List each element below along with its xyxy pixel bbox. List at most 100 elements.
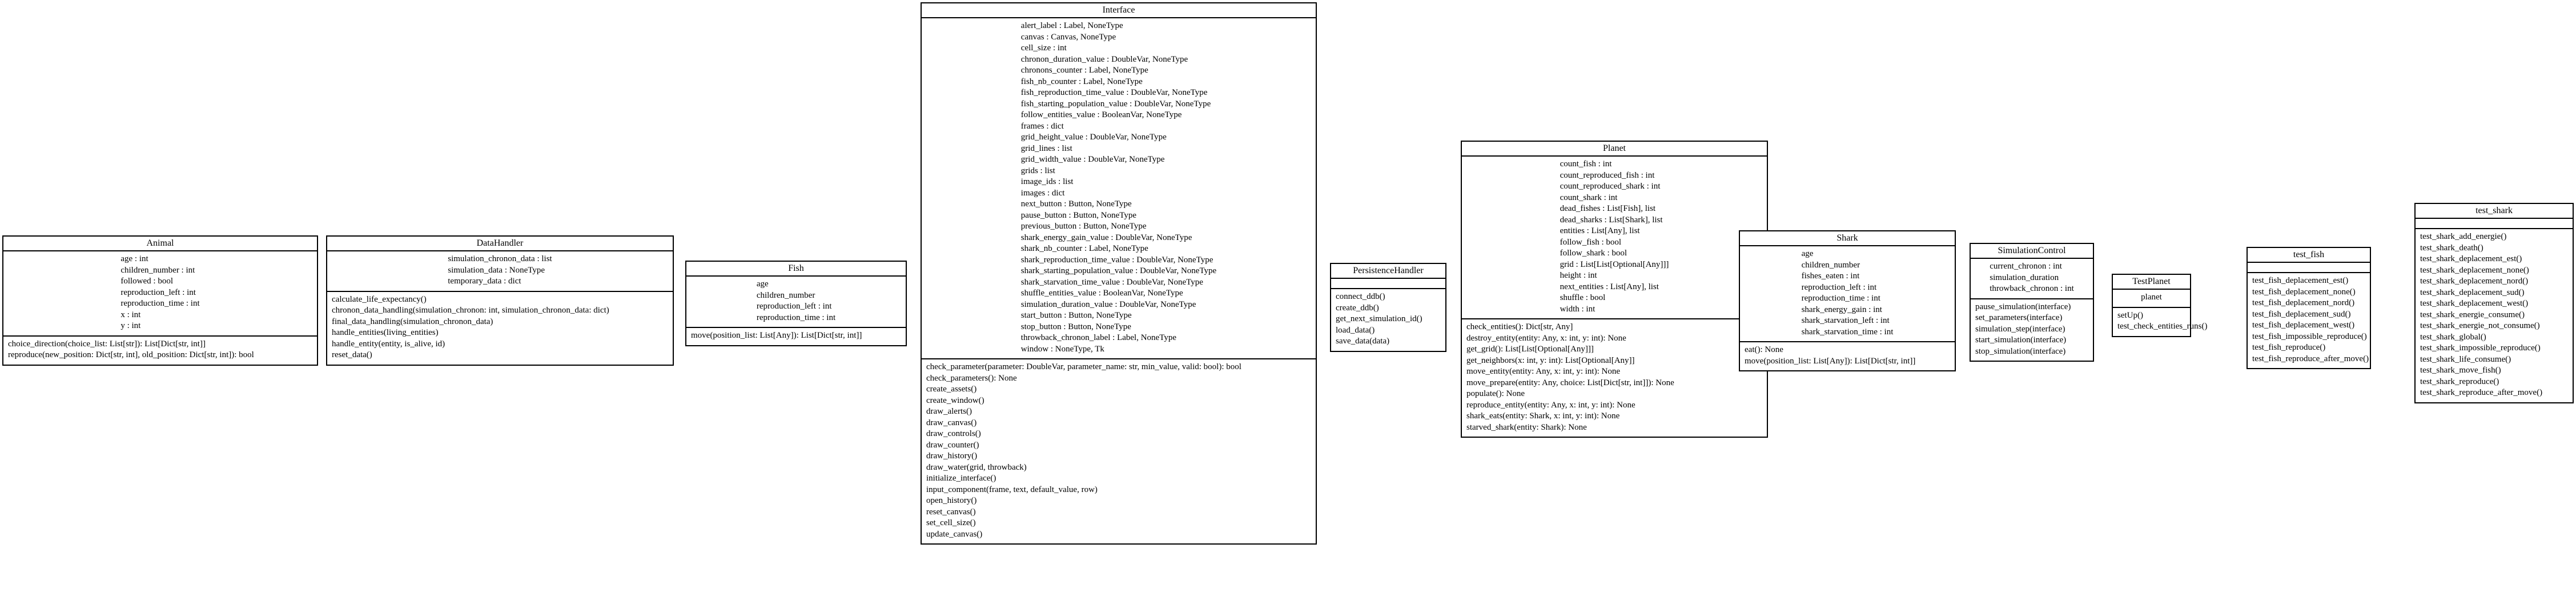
attribute: y : int: [120, 321, 141, 330]
attribute: grid_height_value : DoubleVar, NoneType: [1020, 133, 1167, 142]
attribute: alert_label : Label, NoneType: [1020, 21, 1123, 30]
method: set_cell_size(): [926, 518, 976, 527]
attribute: followed : bool: [120, 277, 173, 286]
method: eat(): None: [1745, 345, 1783, 354]
attribute: reproduction_time : int: [120, 299, 200, 308]
attributes-section: [2248, 262, 2370, 272]
method: simulation_step(interface): [1975, 324, 2065, 334]
method: draw_history(): [926, 451, 978, 461]
method: reset_canvas(): [926, 507, 976, 517]
methods-section: connect_ddb()create_ddb()get_next_simula…: [1331, 288, 1445, 351]
method: final_data_handling(simulation_chronon_d…: [332, 317, 493, 326]
method: test_shark_deplacement_sud(): [2420, 287, 2525, 297]
attribute: count_reproduced_shark : int: [1560, 182, 1661, 191]
attribute: reproduction_left : int: [1801, 282, 1877, 292]
method: test_shark_energie_not_consume(): [2420, 321, 2540, 330]
attribute: entities : List[Any], list: [1560, 226, 1640, 235]
method: chronon_data_handling(simulation_chronon…: [332, 306, 609, 315]
class-name: Animal: [146, 238, 174, 248]
attribute: current_chronon : int: [1990, 262, 2062, 271]
method: check_parameter(parameter: DoubleVar, pa…: [926, 362, 1241, 371]
attribute: count_reproduced_fish : int: [1560, 170, 1655, 180]
attribute: simulation_duration_value : DoubleVar, N…: [1020, 299, 1196, 309]
class-name: test_fish: [2293, 250, 2325, 259]
method: setUp(): [2117, 310, 2143, 320]
method: test_fish_deplacement_none(): [2252, 287, 2356, 297]
method: get_next_simulation_id(): [1336, 314, 1422, 323]
method: start_simulation(interface): [1975, 335, 2067, 345]
attribute: shark_starting_population_value : Double…: [1020, 266, 1217, 275]
method: check_parameters(): None: [926, 373, 1017, 383]
attribute: reproduction_left : int: [120, 287, 196, 297]
method: shark_eats(entity: Shark, x: int, y: int…: [1466, 411, 1620, 421]
methods-section: setUp()test_check_entities_runs(): [2113, 306, 2207, 336]
method: test_fish_deplacement_est(): [2252, 276, 2349, 285]
attribute: children_number: [756, 290, 815, 300]
method: test_shark_life_consume(): [2420, 354, 2511, 364]
class-name: PersistenceHandler: [1353, 266, 1424, 275]
method: calculate_life_expectancy(): [332, 294, 427, 304]
method: move_entity(entity: Any, x: int, y: int)…: [1466, 367, 1620, 376]
method: starved_shark(entity: Shark): None: [1466, 422, 1587, 432]
method: test_shark_energie_consume(): [2420, 310, 2525, 319]
attribute: grid_lines : list: [1020, 143, 1072, 153]
attribute: dead_sharks : List[Shark], list: [1560, 215, 1663, 225]
attribute: simulation_data : NoneType: [448, 265, 545, 275]
attribute: chronons_counter : Label, NoneType: [1020, 66, 1148, 75]
method: test_shark_deplacement_none(): [2420, 265, 2529, 275]
method: create_window(): [926, 395, 984, 405]
attribute: fishes_eaten : int: [1801, 271, 1860, 281]
attribute: follow_shark : bool: [1560, 249, 1627, 258]
methods-section: check_parameter(parameter: DoubleVar, pa…: [922, 358, 1316, 543]
attribute: shark_reproduction_time_value : DoubleVa…: [1020, 255, 1213, 265]
method: save_data(data): [1336, 337, 1390, 346]
method: test_fish_deplacement_sud(): [2252, 309, 2351, 319]
method: set_parameters(interface): [1975, 313, 2063, 322]
class-test-fish: test_fish test_fish_deplacement_est()test…: [2247, 247, 2371, 369]
attribute: grid : List[List[Optional[Any]]]: [1560, 259, 1669, 269]
method: load_data(): [1336, 325, 1375, 335]
method: move_prepare(entity: Any, choice: List[D…: [1466, 378, 1674, 387]
attribute: shark_starvation_time_value : DoubleVar,…: [1020, 277, 1203, 287]
method: test_shark_impossible_reproduce(): [2420, 343, 2541, 353]
attribute: image_ids : list: [1020, 177, 1074, 186]
method: test_shark_deplacement_nord(): [2420, 277, 2529, 286]
attribute: planet: [2141, 293, 2162, 302]
method: draw_canvas(): [926, 418, 977, 427]
attribute: children_number: [1801, 260, 1860, 270]
methods-section: move(position_list: List[Any]): List[Dic…: [686, 327, 906, 345]
methods-section: check_entities(): Dict[str, Any] destroy_…: [1462, 318, 1767, 437]
attribute: window : NoneType, Tk: [1020, 344, 1104, 354]
attribute: dead_fishes : List[Fish], list: [1560, 204, 1656, 213]
attribute: count_fish : int: [1560, 159, 1612, 169]
method: test_shark_add_energie(): [2420, 232, 2507, 241]
method: reproduce(new_position: Dict[str, int], …: [8, 350, 254, 359]
class-name: Shark: [1836, 233, 1858, 243]
attributes-section: [2416, 218, 2573, 228]
method: get_grid(): List[List[Optional[Any]]]: [1466, 345, 1594, 354]
method: destroy_entity(entity: Any, x: int, y: i…: [1466, 333, 1626, 343]
attribute: throwback_chronon_label : Label, NoneTyp…: [1020, 333, 1176, 342]
methods-section: calculate_life_expectancy() chronon_data_…: [327, 290, 673, 365]
method: check_entities(): Dict[str, Any]: [1466, 322, 1573, 331]
attribute: throwback_chronon : int: [1990, 284, 2074, 293]
method: test_shark_reproduce_after_move(): [2420, 388, 2543, 397]
attribute: cell_size : int: [1020, 43, 1067, 53]
methods-section: pause_simulation(interface)set_parameter…: [1971, 298, 2093, 361]
attribute: temporary_data : dict: [448, 277, 521, 286]
method: draw_alerts(): [926, 407, 972, 416]
attribute: frames : dict: [1020, 121, 1064, 131]
method: draw_water(grid, throwback): [926, 462, 1027, 472]
attribute: next_entities : List[Any], list: [1560, 282, 1659, 291]
method: create_ddb(): [1336, 303, 1379, 313]
attribute: shark_starvation_time : int: [1801, 327, 1894, 337]
method: move(position_list: List[Any]): List[Dic…: [691, 331, 862, 340]
method: test_shark_deplacement_west(): [2420, 299, 2529, 308]
